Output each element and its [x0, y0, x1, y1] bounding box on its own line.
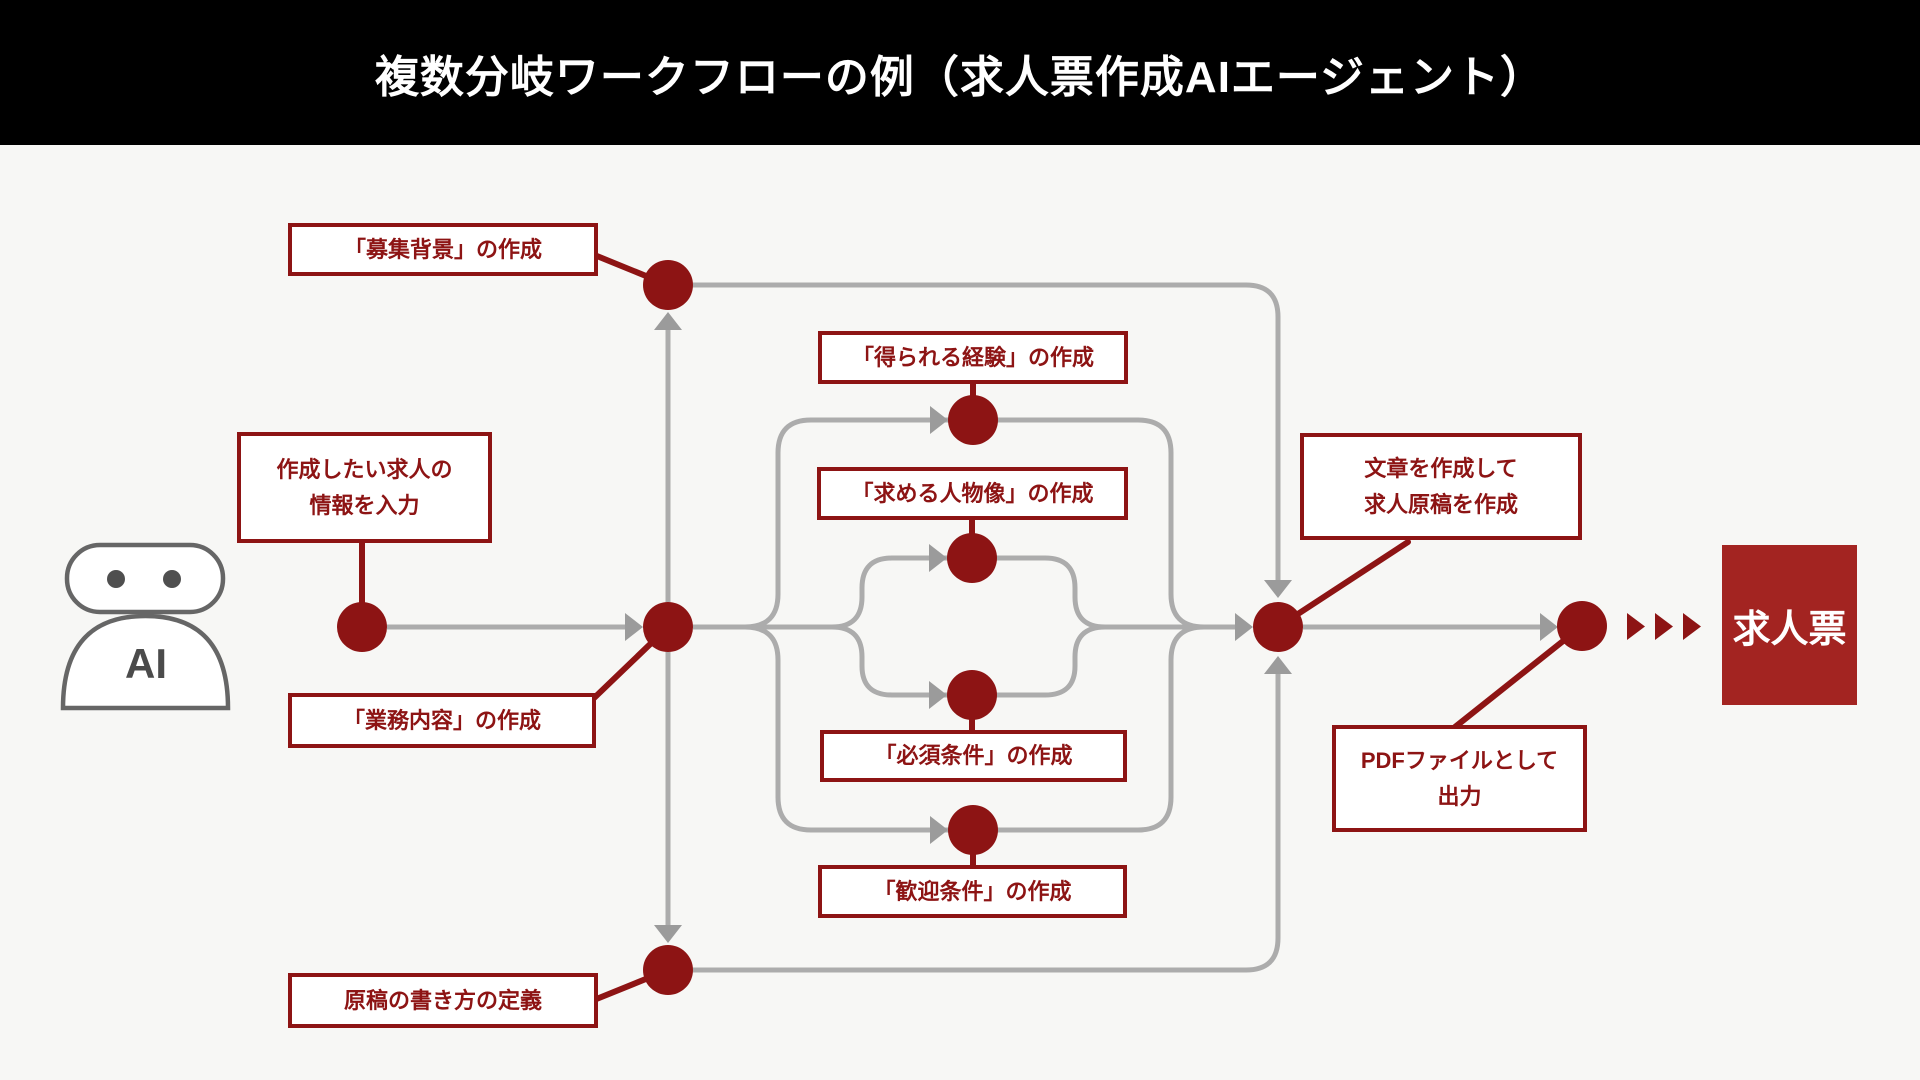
step-job-description: 「業務内容」の作成 [288, 693, 596, 748]
workflow-node-candidate [947, 533, 997, 583]
connector-bottom-to-merge [693, 672, 1281, 973]
workflow-node-required [947, 670, 997, 720]
arrowhead-into-merge-icon [1235, 613, 1253, 641]
workflow-node-final [1557, 601, 1607, 651]
step-writing-style: 原稿の書き方の定義 [288, 973, 598, 1028]
arrowhead-into-top-node-icon [654, 312, 682, 330]
workflow-node-start [337, 602, 387, 652]
arrowhead-row2-icon [929, 544, 947, 572]
title-bar: 複数分岐ワークフローの例（求人票作成AIエージェント） [0, 0, 1920, 145]
step-pdf-output: PDFファイルとして 出力 [1332, 725, 1587, 832]
arrowhead-into-bottom-node-icon [654, 925, 682, 943]
label-link-draft-creation [1275, 539, 1411, 630]
arrowhead-row4-icon [930, 816, 948, 844]
arrowhead-into-hub-icon [625, 613, 643, 641]
workflow-node-hub [643, 602, 693, 652]
label-link-pdf-output [1452, 623, 1585, 730]
step-recruit-background: 「募集背景」の作成 [288, 223, 598, 276]
robot-icon [60, 542, 231, 711]
step-required-conditions: 「必須条件」の作成 [820, 730, 1127, 782]
workflow-node-experience [948, 395, 998, 445]
connector-top-to-merge [693, 282, 1281, 582]
arrowhead-merge-from-bottom-icon [1264, 656, 1292, 674]
step-gained-experience: 「得られる経験」の作成 [818, 331, 1128, 384]
arrowhead-merge-from-top-icon [1264, 580, 1292, 598]
step-draft-creation: 文章を作成して 求人原稿を作成 [1300, 433, 1582, 540]
step-welcome-conditions: 「歓迎条件」の作成 [818, 865, 1127, 918]
workflow-node-welcome [948, 805, 998, 855]
triple-arrow-icon [1627, 613, 1701, 640]
arrowhead-row1-icon [930, 406, 948, 434]
workflow-node-bottom [643, 945, 693, 995]
arrowhead-row3-icon [929, 681, 947, 709]
step-input-info: 作成したい求人の 情報を入力 [237, 432, 492, 543]
robot-label: AI [125, 640, 167, 687]
workflow-node-top [643, 260, 693, 310]
arrowhead-into-final-icon [1540, 613, 1558, 641]
step-ideal-candidate: 「求める人物像」の作成 [817, 467, 1128, 520]
output-job-posting: 求人票 [1722, 545, 1857, 705]
workflow-node-merge [1253, 602, 1303, 652]
page-title: 複数分岐ワークフローの例（求人票作成AIエージェント） [374, 52, 1546, 102]
